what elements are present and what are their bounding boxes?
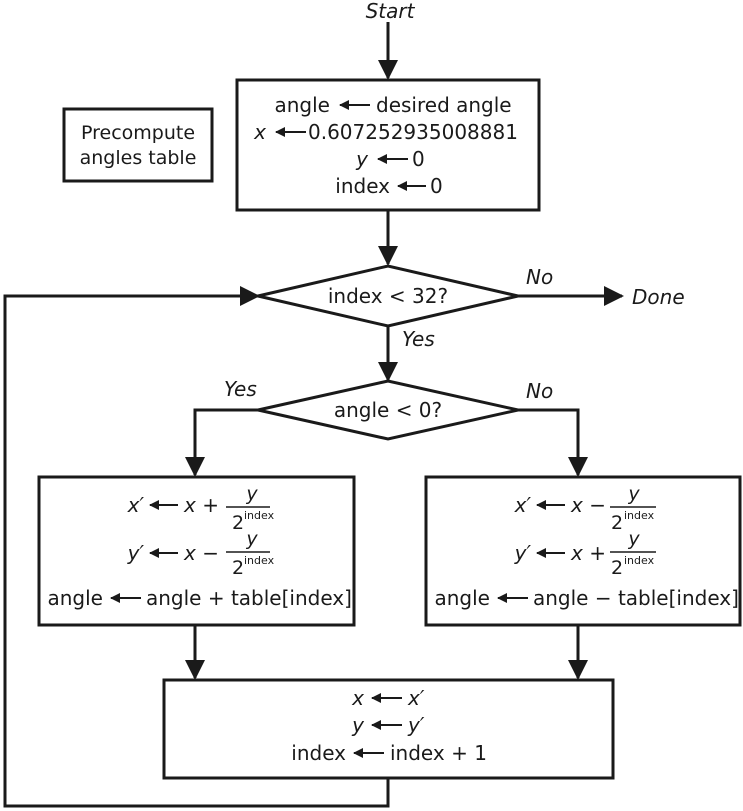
- init-y-var: y: [355, 147, 369, 171]
- final-x-line: x x′: [351, 686, 425, 710]
- svg-text:x −: x −: [570, 493, 606, 517]
- right-update-box: [424, 475, 742, 627]
- precompute-box: [62, 107, 214, 183]
- init-x-var: x: [253, 120, 266, 144]
- precompute-label-line1: Precompute: [81, 122, 195, 144]
- svg-text:index: index: [244, 554, 275, 567]
- loop-condition-diamond: [257, 264, 519, 328]
- svg-text:y: y: [627, 483, 640, 505]
- svg-text:y′: y′: [127, 541, 145, 565]
- final-update-box: [162, 678, 615, 780]
- init-y-value: 0: [412, 147, 425, 171]
- loop-no-label: No: [526, 265, 553, 289]
- svg-text:y: y: [245, 483, 258, 505]
- final-index-line: index index + 1: [291, 741, 487, 765]
- angle-condition-diamond: [257, 379, 519, 441]
- svg-text:angle: angle: [48, 586, 104, 610]
- svg-text:y: y: [245, 528, 258, 550]
- left-angle-line: angle angle + table[index]: [48, 586, 352, 610]
- svg-text:angle − table[index]: angle − table[index]: [533, 586, 739, 610]
- svg-text:angle + table[index]: angle + table[index]: [146, 586, 352, 610]
- loop-back-connector: [3, 286, 390, 808]
- svg-text:index: index: [291, 741, 346, 765]
- init-index-var: index: [335, 174, 390, 198]
- init-box: [235, 78, 541, 212]
- svg-text:x +: x +: [570, 541, 606, 565]
- init-angle-value: desired angle: [376, 93, 512, 117]
- svg-text:index: index: [244, 509, 275, 522]
- init-index-value: 0: [430, 174, 443, 198]
- branch-no-label: No: [526, 379, 553, 403]
- right-y-line: y′ x + y 2 index: [514, 528, 656, 579]
- svg-text:x −: x −: [183, 541, 219, 565]
- svg-text:x′: x′: [514, 493, 532, 517]
- branch-yes-connector: [185, 408, 258, 477]
- branch-yes-label: Yes: [224, 377, 257, 401]
- left-x-line: x′ x + y 2 index: [127, 483, 275, 534]
- svg-text:angle: angle: [435, 586, 491, 610]
- init-x-value: 0.607252935008881: [308, 120, 518, 144]
- loop-condition-text: index < 32?: [328, 284, 448, 308]
- svg-text:y′: y′: [514, 541, 532, 565]
- start-label: Start: [366, 0, 416, 23]
- right-angle-line: angle angle − table[index]: [435, 586, 739, 610]
- angle-condition-text: angle < 0?: [334, 398, 442, 422]
- svg-text:index: index: [624, 554, 655, 567]
- svg-text:y′: y′: [407, 713, 425, 737]
- init-angle-var: angle: [275, 93, 331, 117]
- svg-text:x: x: [351, 686, 364, 710]
- svg-text:2: 2: [232, 512, 244, 534]
- precompute-label-line2: angles table: [80, 147, 197, 169]
- svg-text:x +: x +: [183, 493, 219, 517]
- right-x-line: x′ x − y 2 index: [514, 483, 656, 534]
- svg-text:x′: x′: [407, 686, 425, 710]
- done-label: Done: [632, 285, 685, 309]
- svg-text:y: y: [627, 528, 640, 550]
- left-update-box: [37, 475, 356, 627]
- final-y-line: y y′: [351, 713, 425, 737]
- svg-text:index + 1: index + 1: [390, 741, 487, 765]
- svg-text:x′: x′: [127, 493, 145, 517]
- left-y-line: y′ x − y 2 index: [127, 528, 275, 579]
- loop-yes-label: Yes: [402, 327, 435, 351]
- svg-text:index: index: [624, 509, 655, 522]
- svg-text:y: y: [351, 713, 365, 737]
- svg-text:2: 2: [611, 557, 623, 579]
- svg-text:2: 2: [232, 557, 244, 579]
- svg-text:2: 2: [611, 512, 623, 534]
- branch-no-connector: [518, 408, 588, 477]
